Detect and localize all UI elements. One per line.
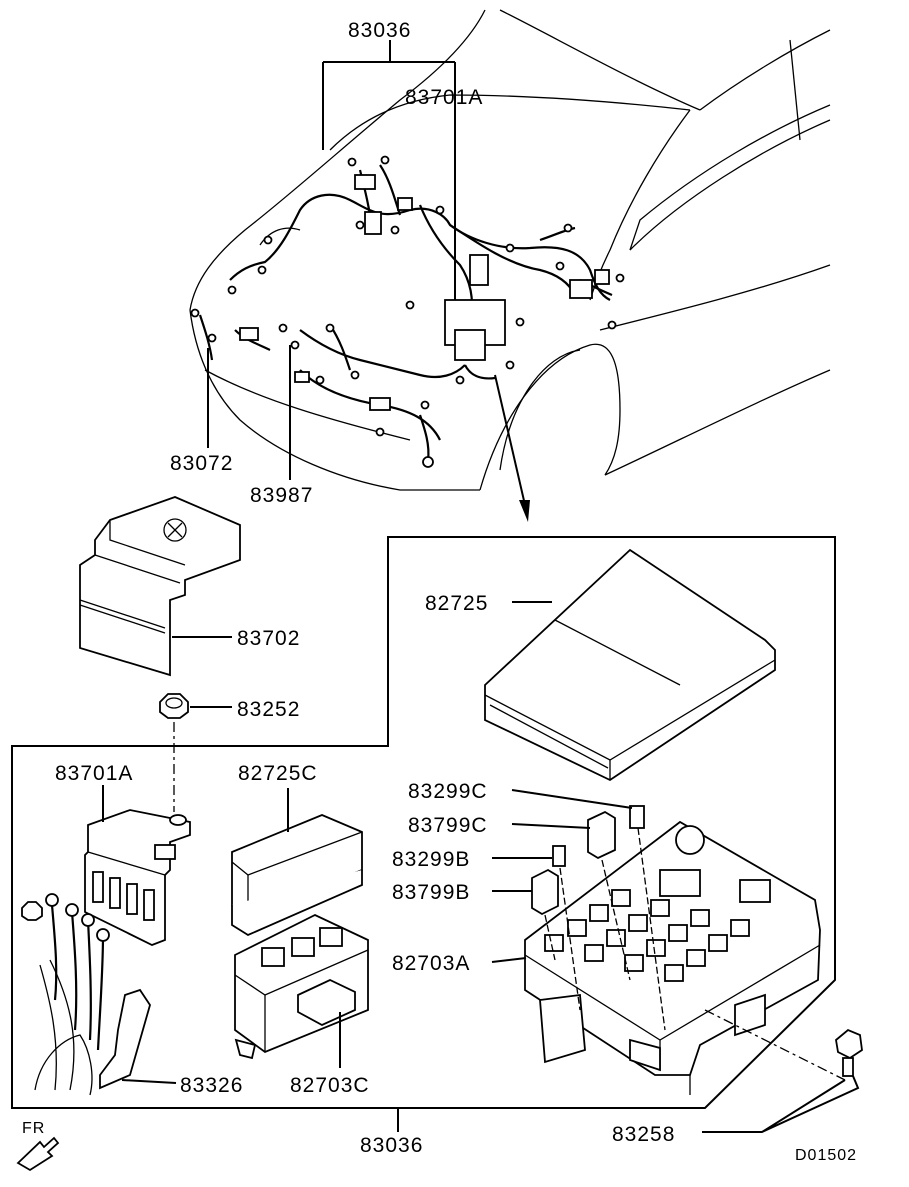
relay-83799C: [587, 810, 616, 860]
relay-83799B: [531, 868, 559, 916]
detail-box-outline: [11, 536, 836, 1109]
label-relay-box: 82703A: [392, 952, 470, 975]
label-bumper-harness: 83072: [170, 452, 233, 475]
label-fuse-box-cover: 82725C: [238, 762, 318, 785]
relay-slots: [544, 825, 771, 982]
fuse-box-82703C: [234, 913, 369, 1060]
front-direction-arrow-icon: [16, 1136, 60, 1172]
label-fuse-box: 82703C: [290, 1074, 370, 1097]
connector-block-83701A: [21, 809, 191, 1096]
detail-arrow: [494, 374, 530, 522]
leader-lines: [102, 40, 860, 1133]
engine-wiring-harness: [190, 155, 625, 468]
fuse-83299B: [552, 845, 566, 867]
label-small-cover: 83702: [237, 627, 300, 650]
relay-box-82703A: [524, 820, 821, 1095]
label-direction: FR: [22, 1120, 45, 1137]
label-top-harness: 83036: [348, 19, 411, 42]
label-terminal: 83326: [180, 1074, 243, 1097]
label-connector-bottom: 83701A: [55, 762, 133, 785]
label-bolt: 83258: [612, 1123, 675, 1146]
label-connector-top: 83701A: [405, 86, 483, 109]
label-diagram-code: D01502: [795, 1147, 857, 1164]
car-body-outline: [189, 9, 831, 491]
label-relay-b: 83799B: [392, 881, 470, 904]
label-fuse-c: 83299C: [408, 780, 488, 803]
label-bottom-harness: 83036: [360, 1134, 423, 1157]
part-labels: 83036 83701A 83072 83987 82725 83702 832…: [22, 19, 857, 1164]
label-fuse-b: 83299B: [392, 848, 470, 871]
label-relay-c: 83799C: [408, 814, 488, 837]
label-front-harness: 83987: [250, 484, 313, 507]
label-nut: 83252: [237, 698, 300, 721]
fuse-83299C: [629, 805, 645, 829]
fuse-box-cover-82725C: [231, 814, 363, 937]
nut-83252: [159, 693, 189, 812]
small-cover-83702: [79, 496, 241, 677]
bolt-83258: [704, 1009, 863, 1081]
label-relay-box-cover: 82725: [425, 592, 488, 615]
relay-box-cover-82725: [484, 548, 776, 782]
